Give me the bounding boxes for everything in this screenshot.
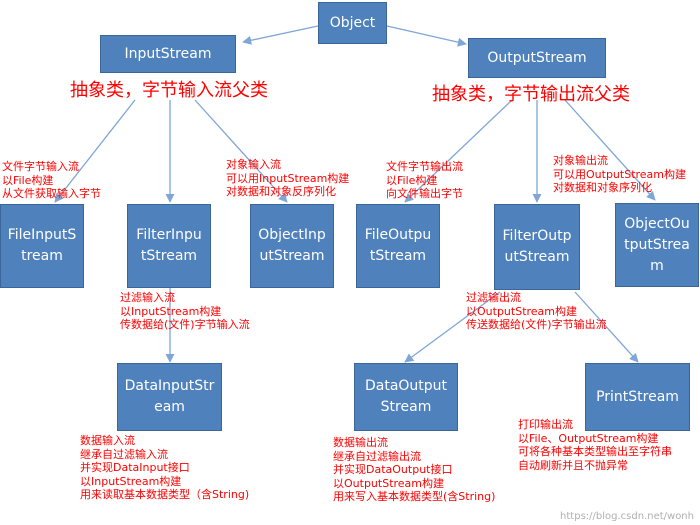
objectinputstream-node: ObjectInputStream <box>250 204 334 288</box>
printstream-node: PrintStream <box>585 363 690 431</box>
edge-inputstream-objectinputstream <box>194 99 288 203</box>
fileoutputstream-note: 文件字节输出流以File构建向文件输出字节 <box>386 160 463 200</box>
watermark: https://blog.csdn.net/wonh <box>560 511 694 522</box>
edge-outputstream-fileoutputstream <box>404 99 513 203</box>
objectinputstream-note: 对象输入流可以用InputStream构建对数据和对象反序列化 <box>226 158 350 198</box>
edge-filteroutputstream-printstream <box>574 291 639 363</box>
edge-filteroutputstream-dataoutputstream <box>404 291 501 363</box>
inputstream-node: InputStream <box>100 35 236 73</box>
edge-outputstream-objectoutputstream <box>564 99 656 201</box>
datainputstream-note: 数据输入流继承自过滤输入流并实现DataInput接口以InputStream构… <box>80 434 250 501</box>
filteroutputstream-note: 过滤输出流以OutputStream构建传送数据给(文件)字节输出流 <box>466 291 607 331</box>
dataoutputstream-note: 数据输出流继承自过滤输出流并实现DataOutput接口以OutputStrea… <box>333 436 496 503</box>
edge-object-inputstream <box>242 25 319 45</box>
filterinputstream-note: 过滤输入流以InputStream构建传数据给(文件)字节输入流 <box>120 291 250 331</box>
datainputstream-node: DataInputStream <box>117 363 222 431</box>
edge-object-outputstream <box>386 25 467 47</box>
fileoutputstream-node: FileOutputStream <box>356 204 440 288</box>
printstream-note: 打印输出流以File、OutputStream构建可将各种基本类型输出至字符串自… <box>518 418 672 472</box>
outputstream-node: OutputStream <box>468 38 606 78</box>
fileinputstream-note: 文件字节输入流以File构建从文件获取输入字节 <box>2 160 101 200</box>
object-node: Object <box>318 2 387 44</box>
dataoutputstream-node: DataOutputStream <box>354 363 458 431</box>
fileinputstream-node: FileInputStream <box>0 204 84 288</box>
filterinputstream-node: FilterInputStream <box>127 204 211 288</box>
objectoutputstream-node: ObjectOutputStream <box>615 203 699 287</box>
objectoutputstream-note: 对象输出流可以用OutputStream构建对数据和对象序列化 <box>553 154 687 194</box>
filteroutputstream-node: FilterOutputStream <box>494 204 580 290</box>
outputstream-description: 抽象类，字节输出流父类 <box>432 84 630 105</box>
edge-inputstream-fileinputstream <box>54 99 136 203</box>
inputstream-description: 抽象类，字节输入流父类 <box>70 80 268 101</box>
